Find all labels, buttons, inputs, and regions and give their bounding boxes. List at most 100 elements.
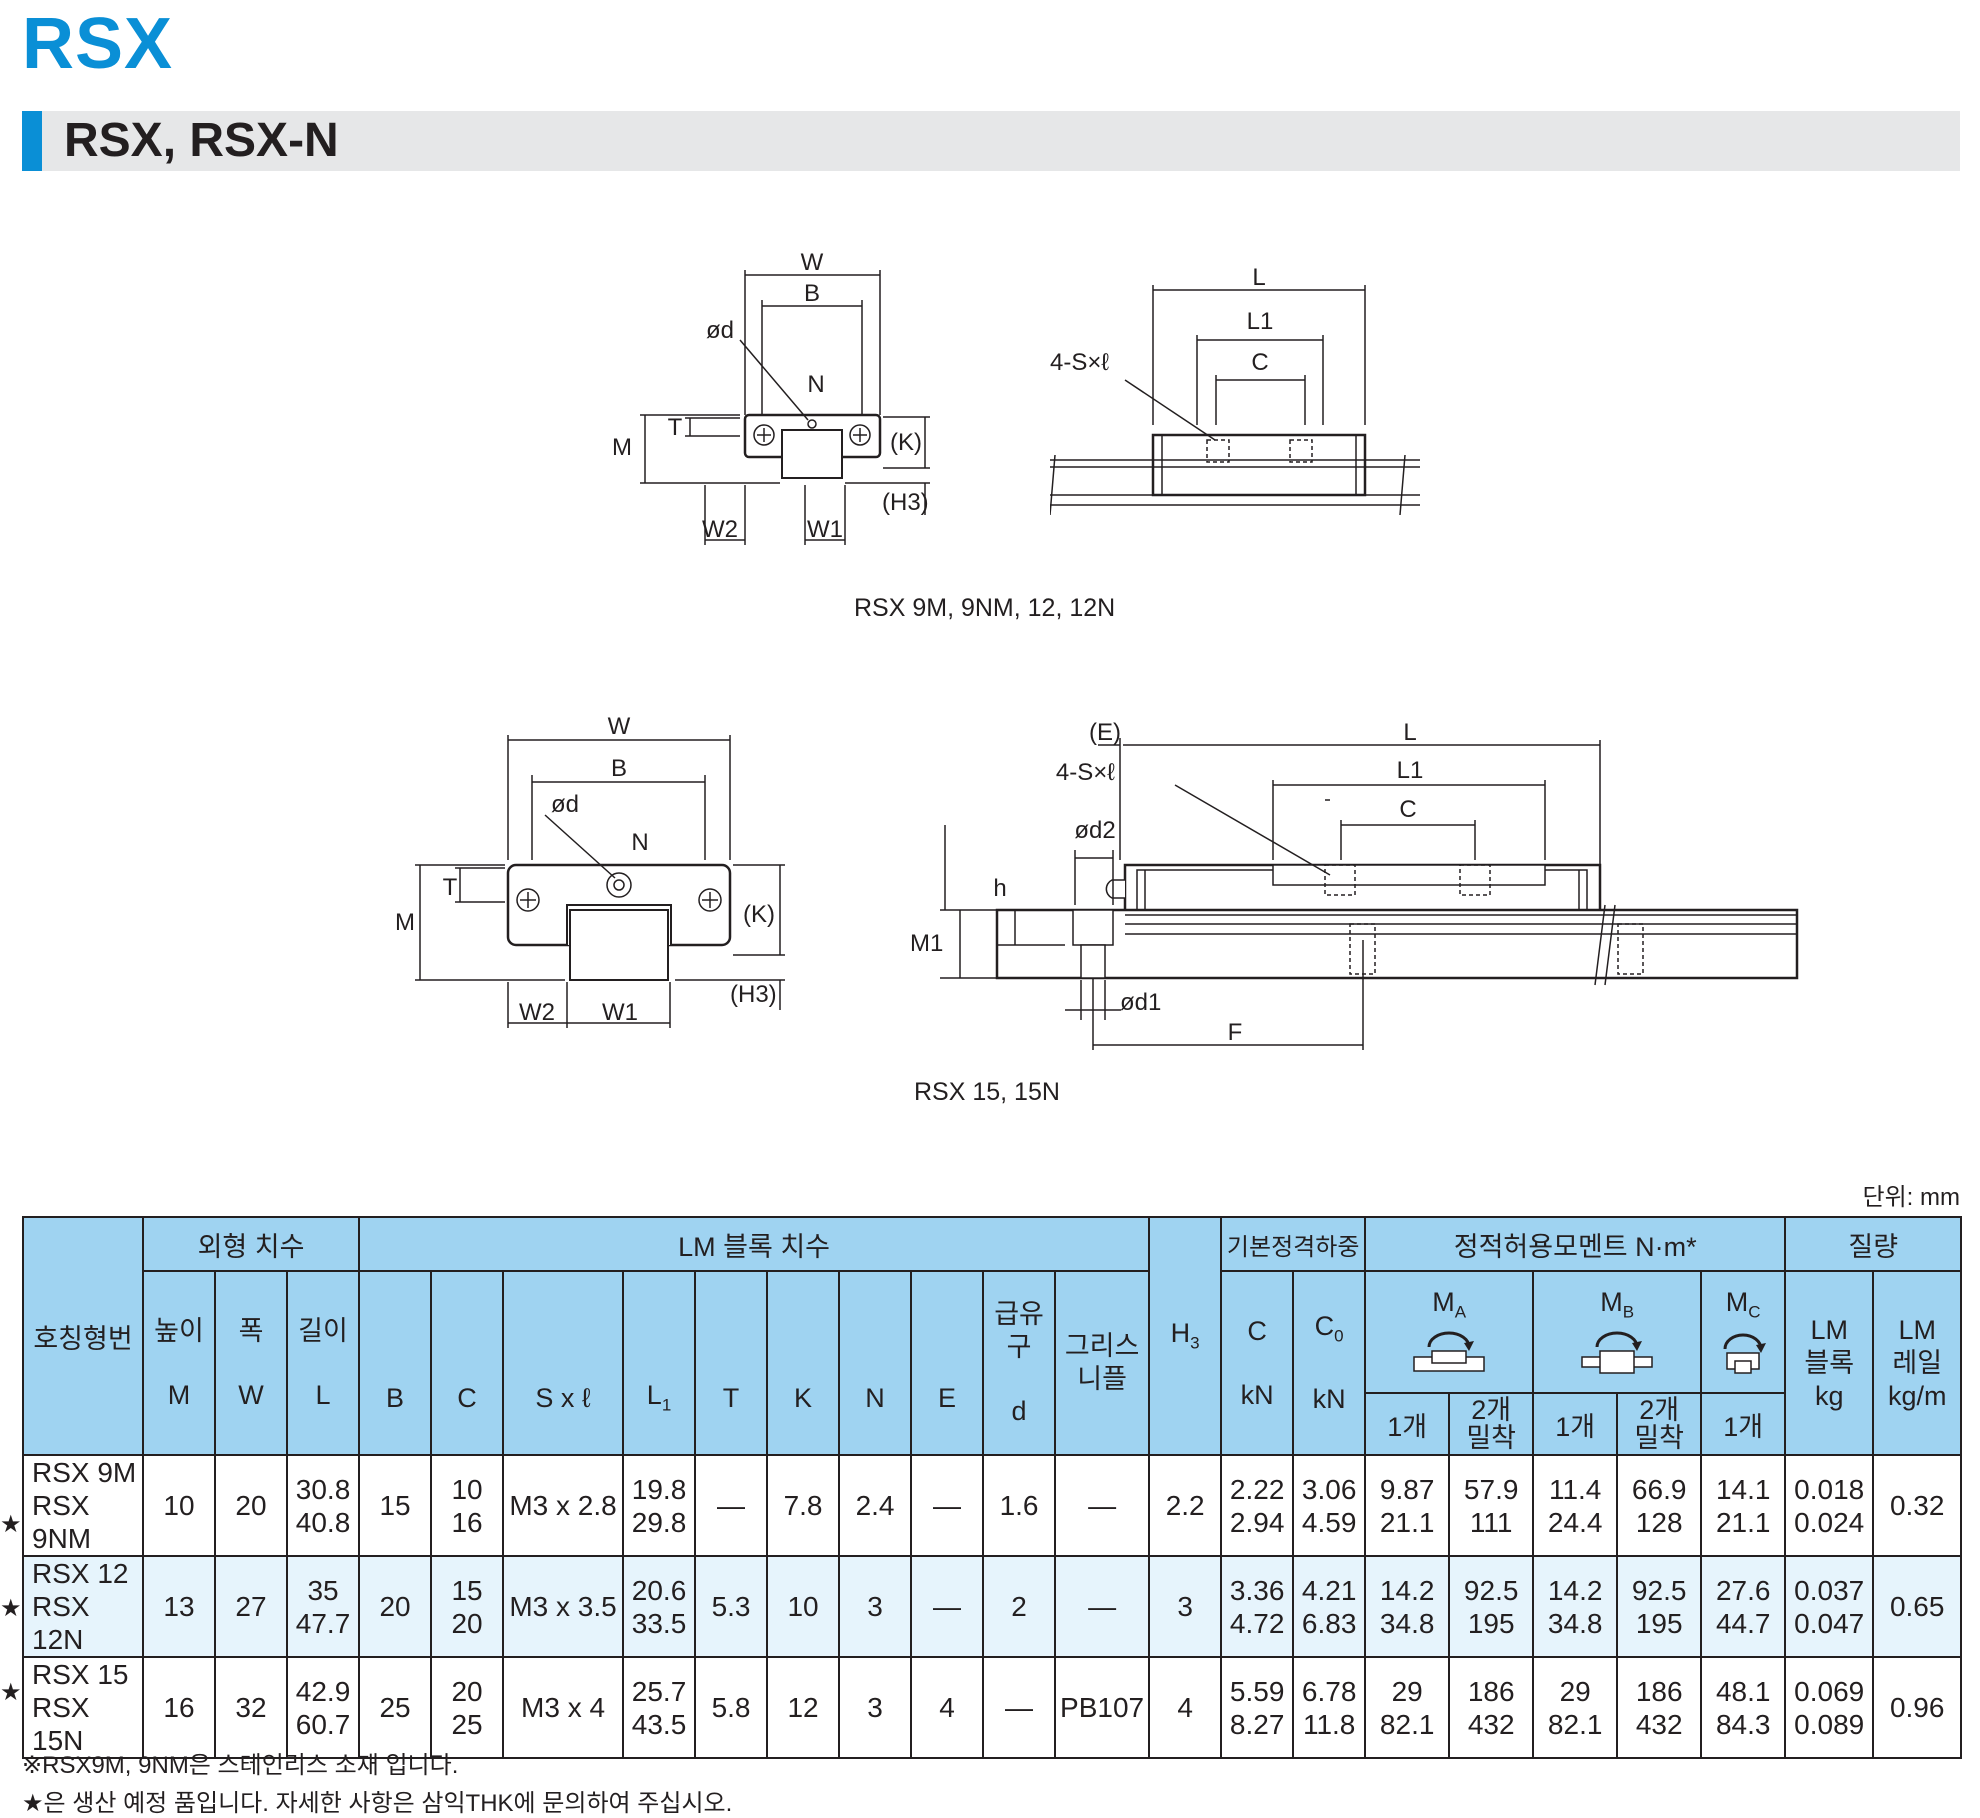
cell-value: 432 [1467,1708,1515,1740]
cell-value: 35 [307,1574,339,1606]
section-header: RSX, RSX-N [22,111,1960,171]
cell-value: RSX 12N [32,1591,90,1655]
unit-label: 단위: mm [1862,1184,1960,1211]
dim-C: C [1399,796,1416,823]
dim-d: ød [551,791,579,818]
group-MB: MB [1532,1270,1703,1394]
cell-m: 13 [142,1555,216,1658]
cell-value: 0.037 [1794,1574,1865,1606]
col-Sxl: S x ℓ [502,1270,625,1456]
col-MB-1: 1개 [1532,1392,1619,1456]
group-MC: MC [1700,1270,1787,1394]
col-H3: H3 [1148,1216,1223,1456]
col-E: E [910,1270,985,1456]
note-stainless: ※RSX9M, 9NM은 스테인리스 소재 입니다. [22,1752,459,1779]
cell-value: 11.8 [1302,1708,1356,1740]
cell-value: 30.8 [295,1473,351,1505]
cell-value: 60.7 [295,1708,351,1740]
drawing1-cross-section: W B ød N T M (K) (H3) W2 W1 [612,249,930,545]
col-B: B [358,1270,433,1456]
col-N: N [838,1270,913,1456]
group-basic-load: 기본정격하중 [1220,1216,1367,1272]
dim-W1: W1 [807,516,843,543]
group-lm-block: LM 블록 치수 [358,1216,1151,1272]
col-MC-1: 1개 [1700,1392,1787,1456]
cell-sxl: M3 x 4 [502,1656,625,1759]
cell-value: 0.018 [1794,1473,1865,1505]
dim-L: L [1252,264,1265,291]
cell-h3: 4 [1148,1656,1223,1759]
cell-value: 43.5 [631,1708,687,1740]
cell-value: 42.9 [295,1675,351,1707]
cell-e: 4 [910,1656,985,1759]
cell-value: 57.9 [1463,1473,1519,1505]
group-static-moment: 정적허용모멘트 N·m* [1364,1216,1787,1272]
moment-MC-icon [1723,1333,1767,1374]
dim-L: L [1403,719,1416,746]
dim-T: T [443,874,458,901]
col-model: 호칭형번 [22,1216,144,1456]
dim-L1: L1 [1397,757,1424,784]
cell-value: 66.9 [1631,1473,1687,1505]
dim-N: N [631,829,648,856]
cell-value: 27.6 [1715,1574,1771,1606]
cell-value: 195 [1467,1607,1515,1639]
dim-S: 4-S×ℓ [1050,349,1109,376]
dim-K: (K) [743,901,775,928]
cell-value: 4.21 [1301,1574,1357,1606]
cell-rail: 0.96 [1872,1656,1963,1759]
cell-value: 29 [1559,1675,1591,1707]
cell-value: 14.2 [1379,1574,1435,1606]
cell-value: 11.4 [1548,1473,1602,1505]
dim-N: N [807,371,824,398]
cell-value: 111 [1469,1506,1513,1538]
cell-value: RSX 12 [32,1558,129,1589]
dim-B: B [611,755,627,782]
drawing1-side-view: L L1 C 4-S×ℓ [1050,264,1420,516]
moment-MA-icon [1413,1331,1485,1372]
cell-value: RSX 9NM [32,1490,92,1554]
cell-n: 2.4 [838,1454,913,1557]
cell-b: 15 [358,1454,433,1557]
cell-value: 34.8 [1379,1607,1435,1639]
cell-n: 3 [838,1555,913,1658]
dim-H3: (H3) [730,981,777,1008]
cell-t: 5.3 [694,1555,769,1658]
cell-value: RSX 15N [32,1692,90,1756]
dim-S: 4-S×ℓ [1056,759,1115,786]
cell-w: 32 [214,1656,288,1759]
cell-value: 0.089 [1794,1708,1865,1740]
cell-value: 128 [1635,1506,1683,1538]
